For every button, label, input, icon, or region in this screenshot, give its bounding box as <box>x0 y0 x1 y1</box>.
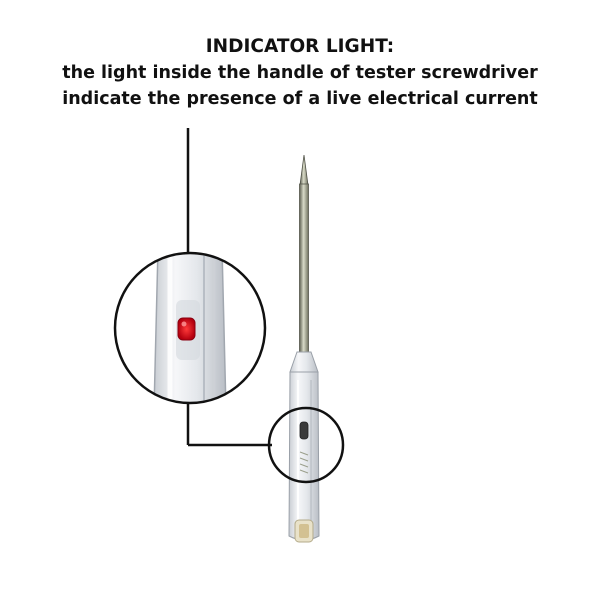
shaft-tip <box>299 154 309 186</box>
caption: INDICATOR LIGHT: the light inside the ha… <box>0 34 600 112</box>
internal-spring <box>299 451 309 474</box>
tester-screwdriver <box>288 154 320 543</box>
handle-collar <box>289 351 319 373</box>
callout-line <box>186 128 272 447</box>
caption-line-2: indicate the presence of a live electric… <box>62 89 538 109</box>
magnify-circle <box>113 251 267 405</box>
caption-heading: INDICATOR LIGHT: <box>205 36 395 57</box>
magnified-view <box>113 251 267 405</box>
caption-line-1: the light inside the handle of tester sc… <box>62 63 538 83</box>
metal-shaft <box>299 183 309 357</box>
transparent-handle <box>288 371 320 541</box>
highlight-circle <box>267 406 345 484</box>
red-indicator-light <box>177 317 196 341</box>
neon-bulb <box>299 421 309 440</box>
